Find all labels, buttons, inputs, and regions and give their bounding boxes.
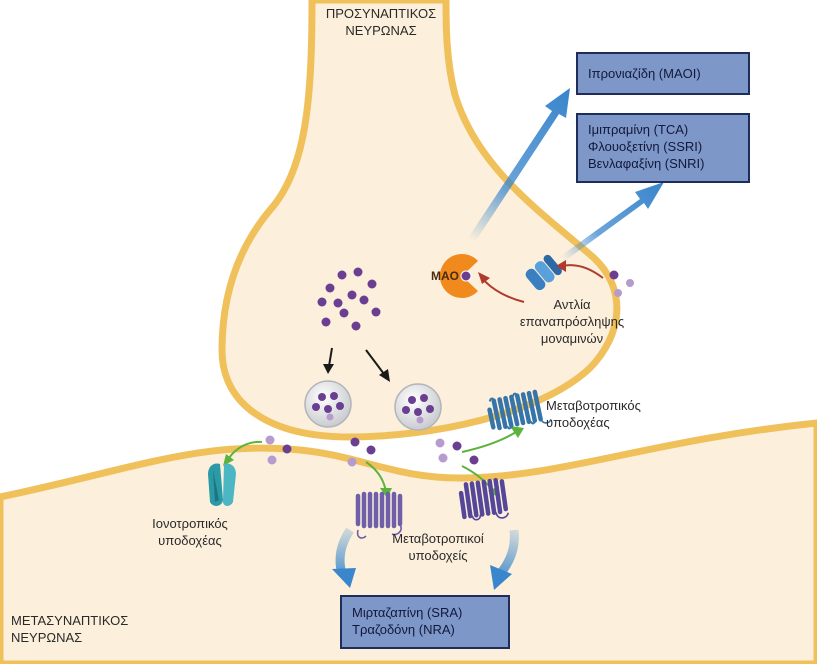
reuptake-drug-line-ssri: Φλουοξετίνη (SSRI) — [588, 139, 703, 154]
mao-label: MAO — [431, 269, 459, 283]
ionotropic-receptor — [208, 463, 236, 506]
presynaptic-label-line1: ΠΡΟΣΥΝΑΠΤΙΚΟΣ — [325, 6, 437, 21]
presynaptic-label-line2: ΝΕΥΡΩΝΑΣ — [345, 23, 417, 38]
mao-enzyme — [439, 254, 478, 299]
postsynaptic-label-line2: ΝΕΥΡΩΝΑΣ — [11, 630, 83, 645]
postsynaptic-metabotropic-label: Μεταβοτροπικοί υποδοχείς — [390, 530, 486, 564]
postsynaptic-metabotropic-receptor-right — [458, 477, 510, 521]
neurotransmitter-cluster — [317, 267, 381, 331]
reuptake-pump-label: Αντλία επαναπρόσληψης μοναμινών — [506, 296, 638, 347]
receptor-drug-arrows — [332, 527, 519, 590]
reuptake-arrowheads — [478, 260, 566, 284]
reuptake-target-arrow — [558, 182, 664, 263]
metabotropic-single-line2: υποδοχέας — [546, 415, 610, 430]
postsynaptic-label-line1: ΜΕΤΑΣΥΝΑΠΤΙΚΟΣ — [11, 613, 129, 628]
pump-label-line1: Αντλία — [553, 297, 591, 312]
receptor-antagonist-drug-box: Μιρταζαπίνη (SRA) Τραζοδόνη (NRA) — [340, 595, 510, 649]
presynaptic-metabotropic-label: Μεταβοτροπικός υποδοχέας — [546, 397, 641, 431]
maoi-target-arrow — [468, 88, 570, 242]
reuptake-drug-line-tca: Ιμιπραμίνη (TCA) — [588, 122, 689, 137]
ionotropic-line1: Ιονοτροπικός — [152, 516, 228, 531]
metabotropic-single-line1: Μεταβοτροπικός — [546, 398, 641, 413]
maoi-drug-line: Ιπρονιαζίδη (MAOI) — [588, 66, 701, 81]
ionotropic-line2: υποδοχέας — [158, 533, 222, 548]
cleft-neurotransmitters — [265, 270, 634, 467]
metabotropic-plural-line1: Μεταβοτροπικοί — [392, 531, 484, 546]
presynaptic-neuron-label: ΠΡΟΣΥΝΑΠΤΙΚΟΣ ΝΕΥΡΩΝΑΣ — [314, 5, 448, 39]
reuptake-drug-line-snri: Βενλαφαξίνη (SNRI) — [588, 156, 705, 171]
packaging-arrows — [323, 347, 390, 382]
reuptake-pump — [525, 254, 562, 291]
ionotropic-receptor-label: Ιονοτροπικός υποδοχέας — [136, 515, 244, 549]
vesicle — [394, 383, 442, 431]
receptor-drug-line-nra: Τραζοδόνη (NRA) — [352, 622, 455, 637]
presynaptic-metabotropic-receptor — [487, 389, 552, 431]
pump-label-line2: επαναπρόσληψης — [519, 314, 625, 329]
vesicle — [304, 380, 352, 428]
pump-label-line3: μοναμινών — [540, 331, 604, 346]
reuptake-inhibitor-drug-box: Ιμιπραμίνη (TCA) Φλουοξετίνη (SSRI) Βενλ… — [576, 113, 750, 183]
postsynaptic-neuron-label: ΜΕΤΑΣΥΝΑΠΤΙΚΟΣ ΝΕΥΡΩΝΑΣ — [11, 612, 128, 646]
receptor-drug-line-sra: Μιρταζαπίνη (SRA) — [352, 605, 463, 620]
presynaptic-terminal — [218, 0, 621, 441]
postsynaptic-metabotropic-receptor-left — [355, 491, 403, 539]
maoi-drug-box: Ιπρονιαζίδη (MAOI) — [576, 52, 750, 95]
metabotropic-plural-line2: υποδοχείς — [408, 548, 468, 563]
postsynaptic-neuron — [0, 419, 817, 664]
